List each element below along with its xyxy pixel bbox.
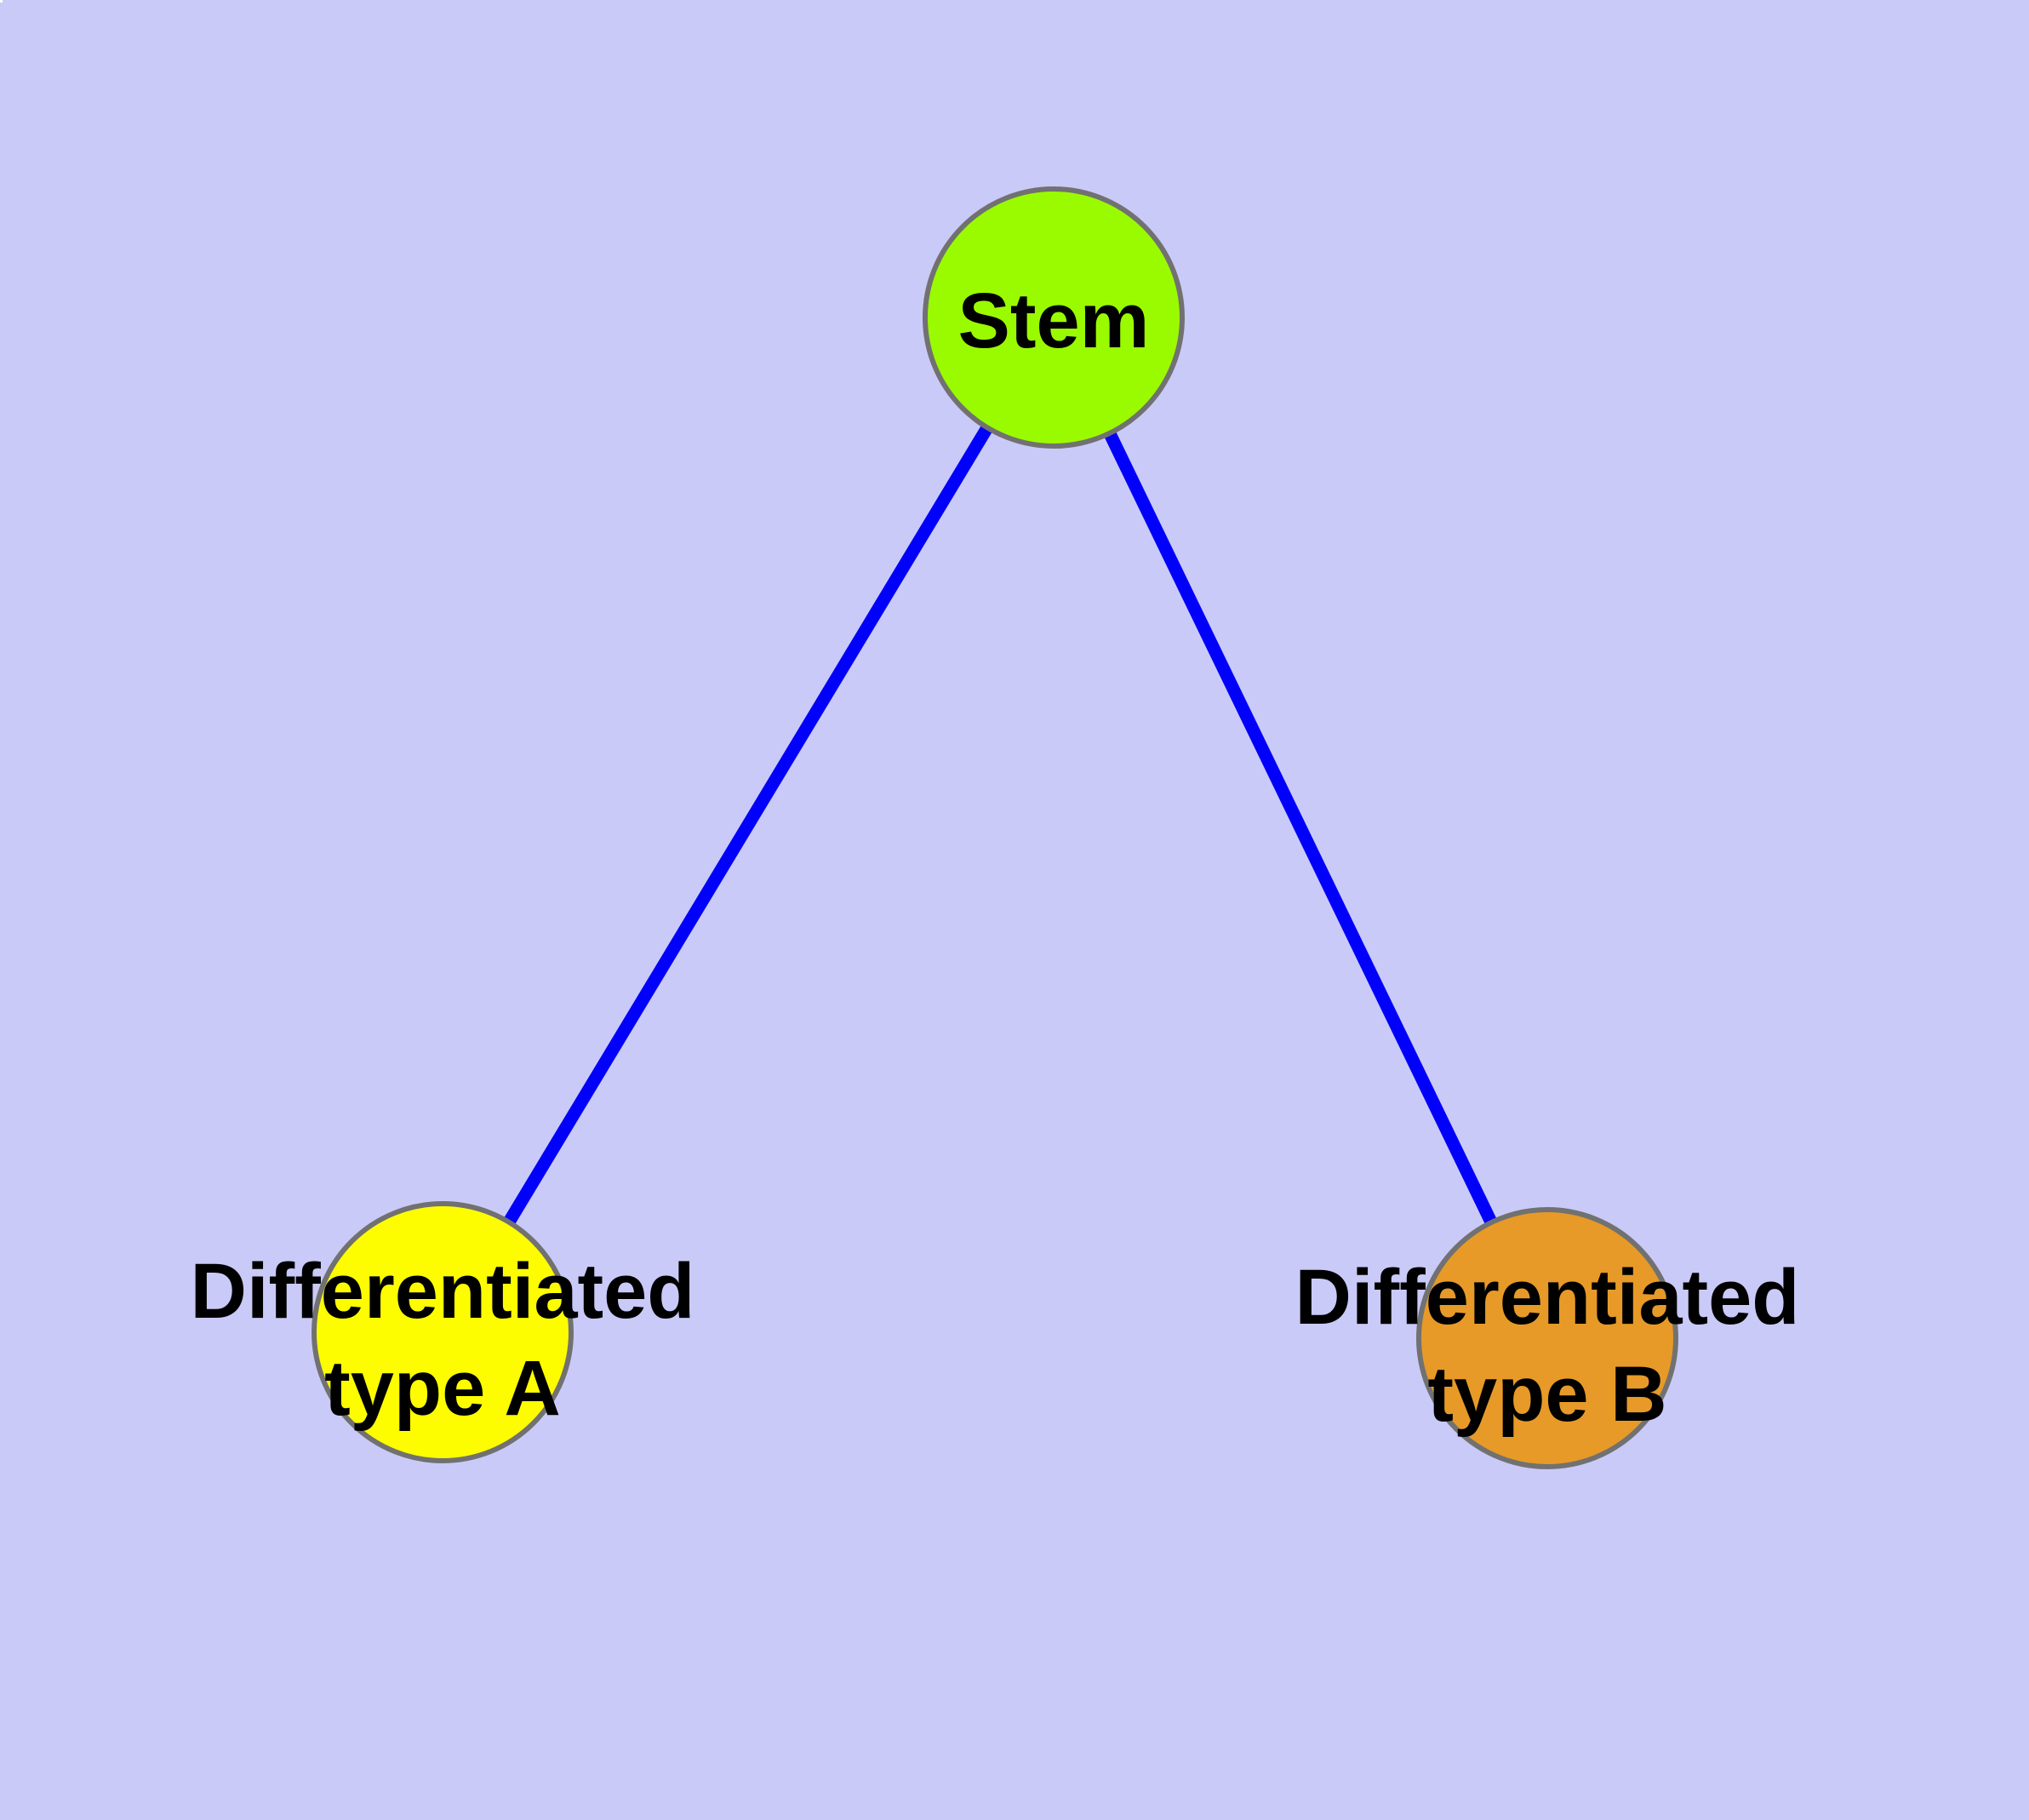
node-type-b-label-line2: type B	[1427, 1351, 1666, 1438]
node-stem	[923, 186, 1185, 449]
node-layer	[311, 186, 1678, 1469]
node-stem-label: Stem	[958, 278, 1150, 364]
node-differentiated-type-a	[311, 1201, 574, 1463]
node-type-a-label-line2: type A	[324, 1345, 561, 1432]
edge-layer	[437, 314, 1553, 1342]
top-edge-fill	[3, 0, 2029, 3]
edge-stem-to-type-a	[437, 314, 1060, 1336]
node-type-b-label-line1: Differentiated	[1295, 1254, 1800, 1341]
node-differentiated-type-b	[1416, 1207, 1678, 1469]
edge-stem-to-type-b	[1048, 314, 1553, 1342]
label-layer: Stem Differentiated type A Differentiate…	[191, 278, 1800, 1438]
node-type-a-label-line1: Differentiated	[191, 1248, 695, 1335]
